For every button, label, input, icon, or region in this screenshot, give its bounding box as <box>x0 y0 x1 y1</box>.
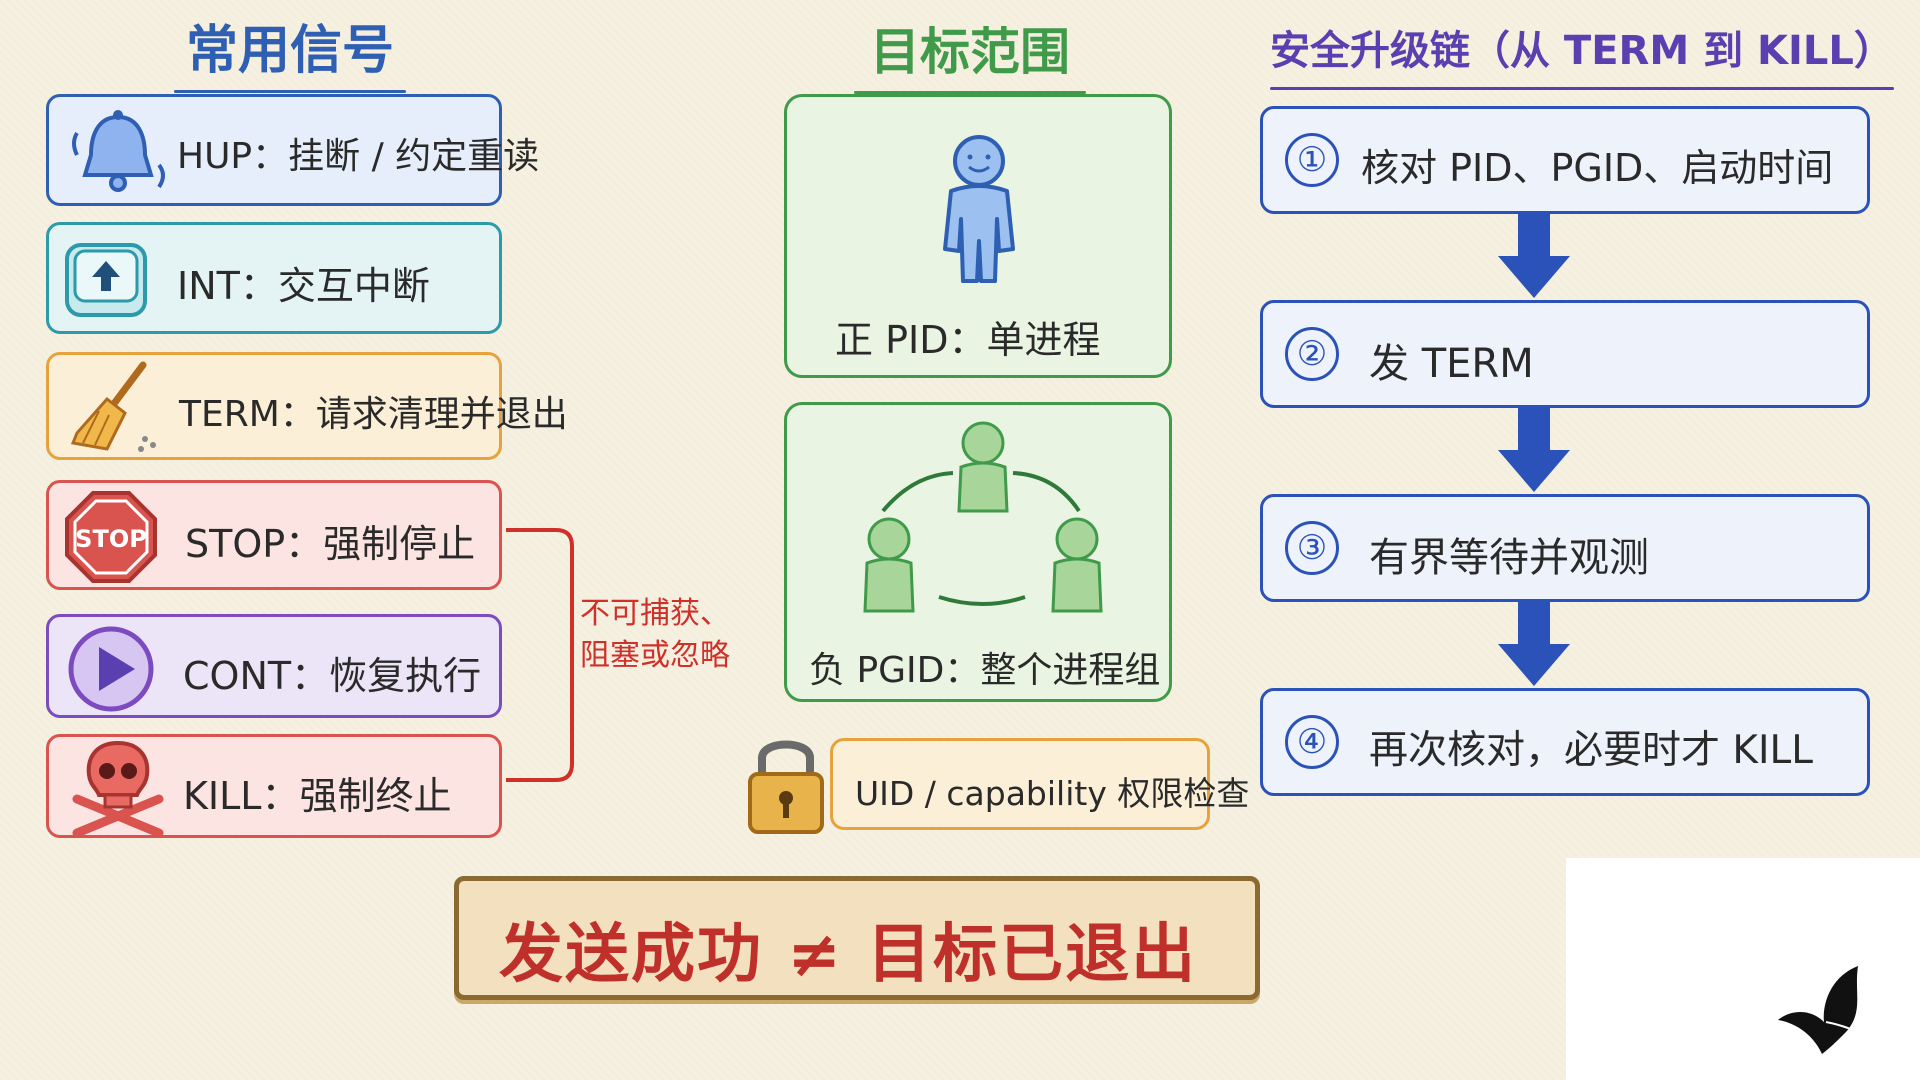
broom-icon <box>70 361 156 452</box>
result-banner: 发送成功 ≠ 目标已退出 <box>454 876 1260 1000</box>
stop-kill-bracket <box>506 528 574 782</box>
step-label-2: 发 TERM <box>1369 341 1534 387</box>
person-left <box>863 517 915 613</box>
single-person-icon <box>943 135 1015 283</box>
signal-label-stop: STOP：强制停止 <box>185 522 476 566</box>
permission-check-card: UID / capability 权限检查 <box>830 738 1249 830</box>
step-number-3: ③ <box>1285 521 1339 575</box>
process-group-icon <box>863 421 1103 613</box>
stop-sign-icon: STOP <box>65 491 157 583</box>
play-icon <box>68 626 154 712</box>
svg-text:STOP: STOP <box>75 525 147 553</box>
skull-icon <box>72 740 164 837</box>
heading-signals-text: 常用信号 <box>186 21 395 81</box>
corner-blank <box>1566 858 1920 1080</box>
signal-card-kill: KILL：强制终止 <box>46 734 502 838</box>
chain-step-2: ② 发 TERM <box>1260 300 1870 408</box>
chain-step-4: ④ 再次核对，必要时才 KILL <box>1260 688 1870 796</box>
step-number-2: ② <box>1285 327 1339 381</box>
signal-card-cont: CONT：恢复执行 <box>46 614 502 718</box>
chain-step-1: ① 核对 PID、PGID、启动时间 <box>1260 106 1870 214</box>
result-banner-text: 发送成功 ≠ 目标已退出 <box>499 918 1198 992</box>
step-label-4: 再次核对，必要时才 KILL <box>1369 728 1813 773</box>
butterfly-logo-icon <box>1778 966 1865 1054</box>
heading-chain-text: 安全升级链（从 TERM 到 KILL） <box>1270 28 1894 74</box>
heading-chain: 安全升级链（从 TERM 到 KILL） <box>1270 18 1894 90</box>
signal-label-hup: HUP：挂断 / 约定重读 <box>177 136 540 177</box>
person-top <box>957 421 1009 513</box>
signal-card-int: INT：交互中断 <box>46 222 502 334</box>
step-label-1: 核对 PID、PGID、启动时间 <box>1361 146 1834 190</box>
scope-pgid-label: 负 PGID：整个进程组 <box>809 650 1161 691</box>
heading-scope-text: 目标范围 <box>870 23 1070 81</box>
chain-arrow-1 <box>1498 214 1570 298</box>
signal-label-term: TERM：请求清理并退出 <box>179 394 568 435</box>
permission-check-label: UID / capability 权限检查 <box>855 774 1250 813</box>
chain-step-3: ③ 有界等待并观测 <box>1260 494 1870 602</box>
signal-label-kill: KILL：强制终止 <box>183 774 452 818</box>
step-number-4: ④ <box>1285 715 1339 769</box>
scope-card-pid: 正 PID：单进程 <box>784 94 1172 378</box>
signal-card-hup: HUP：挂断 / 约定重读 <box>46 94 539 206</box>
lock-icon <box>748 740 824 834</box>
heading-scope: 目标范围 <box>854 12 1086 94</box>
scope-pid-label: 正 PID：单进程 <box>835 318 1101 362</box>
signal-card-term: TERM：请求清理并退出 <box>46 352 568 460</box>
stop-kill-note-line2: 阻塞或忽略 <box>580 638 730 673</box>
signal-label-cont: CONT：恢复执行 <box>183 654 482 698</box>
step-number-1: ① <box>1285 133 1339 187</box>
heading-signals: 常用信号 <box>174 8 407 93</box>
step-label-3: 有界等待并观测 <box>1369 535 1649 581</box>
chain-arrow-3 <box>1498 602 1570 686</box>
up-key-icon <box>65 243 147 317</box>
chain-arrow-2 <box>1498 408 1570 492</box>
signal-card-stop: STOP STOP：强制停止 <box>46 480 502 590</box>
stop-kill-note-line1: 不可捕获、 <box>580 596 730 631</box>
scope-card-pgid: 负 PGID：整个进程组 <box>784 402 1172 702</box>
bell-icon <box>72 110 165 192</box>
signal-label-int: INT：交互中断 <box>177 264 430 308</box>
person-right <box>1051 517 1103 613</box>
